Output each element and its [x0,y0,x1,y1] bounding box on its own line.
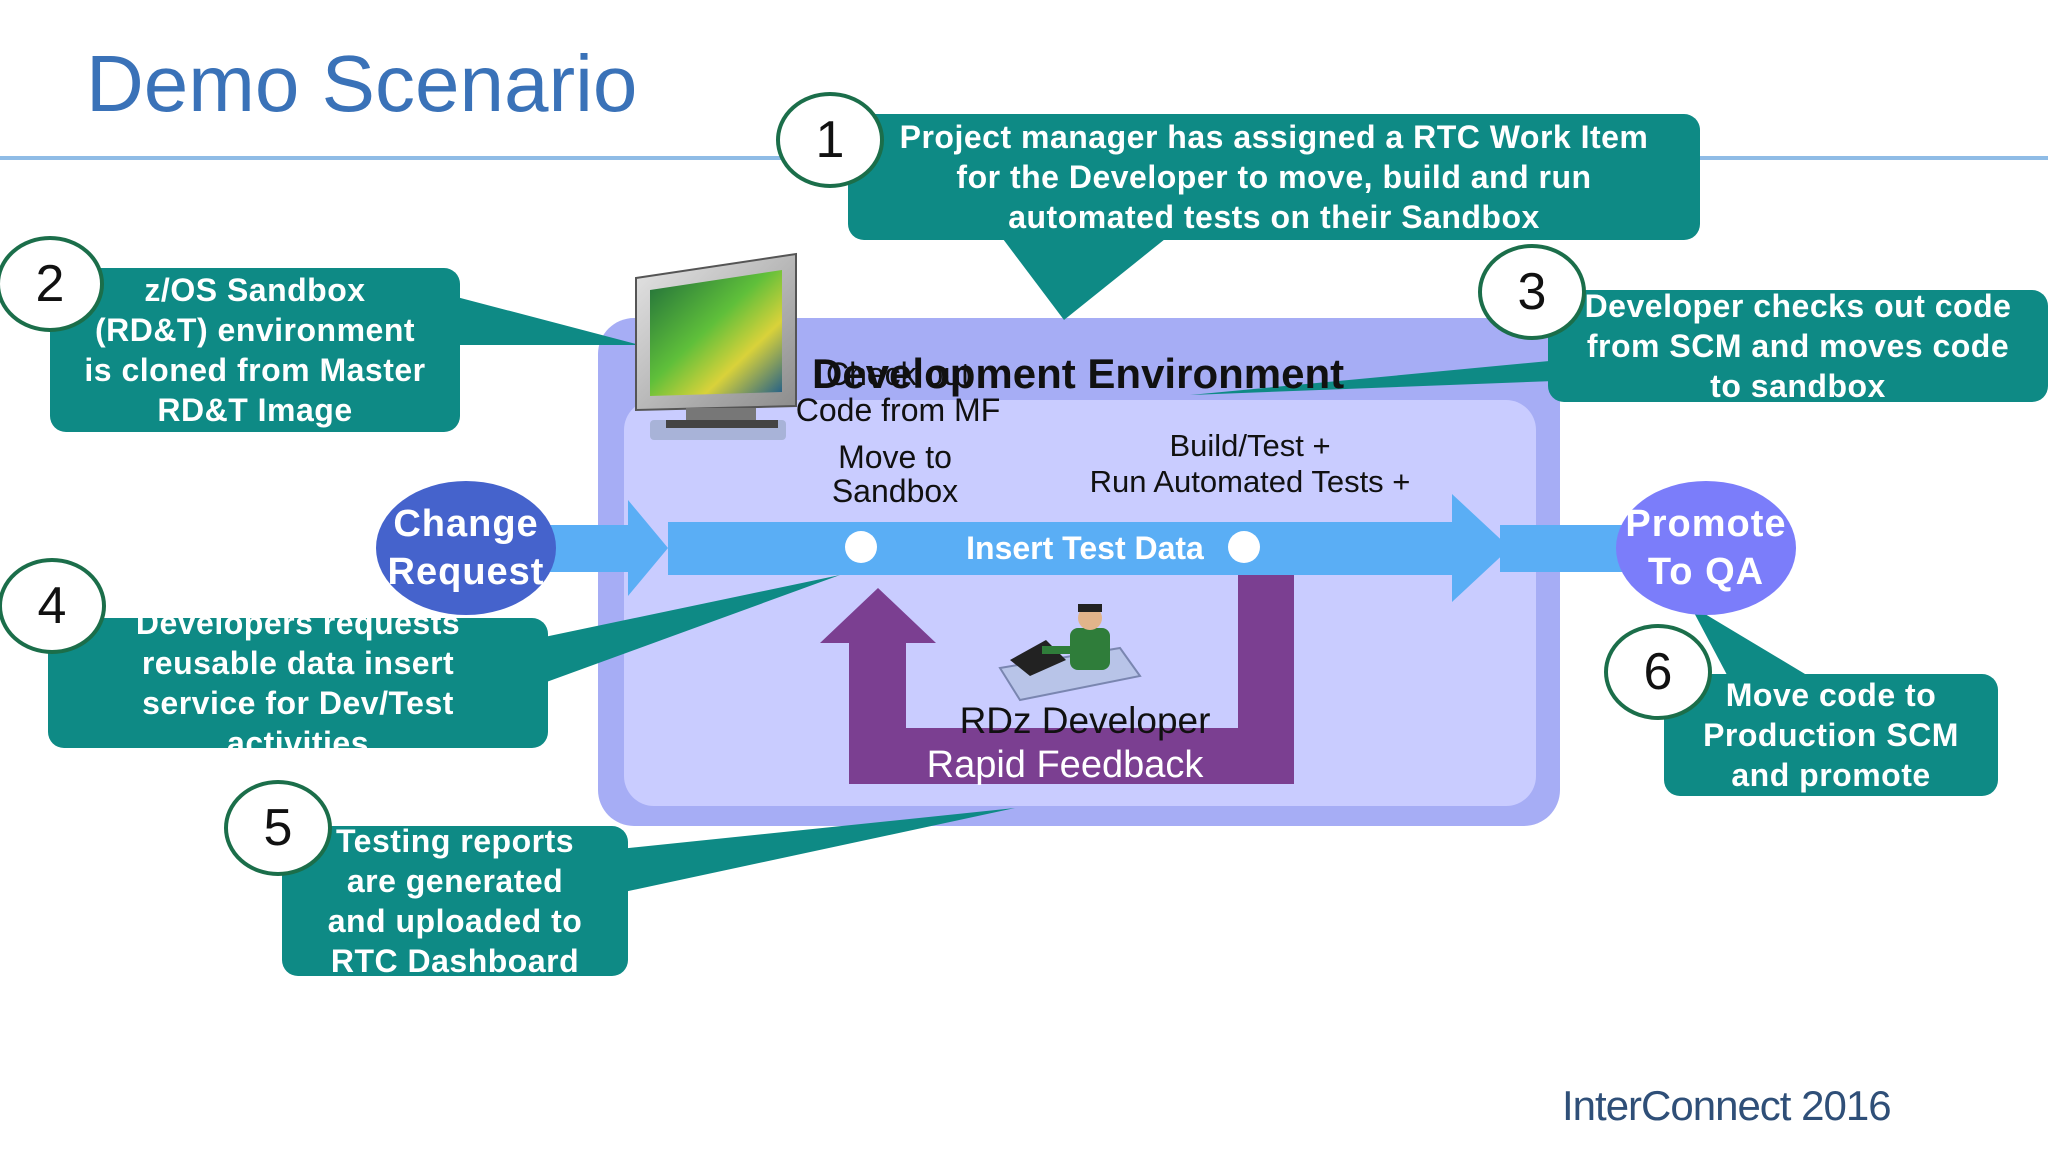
number-2: 2 [35,255,65,313]
flow-arrow-left [520,500,668,596]
callout-6-pointer [1690,605,1815,690]
rapid-feedback-label: Rapid Feedback [926,744,1204,786]
change-request-label: Change Request [387,503,545,593]
callout-5-pointer [610,808,1015,895]
callout-5-box: Testing reports are generated and upload… [282,826,628,976]
number-5: 5 [263,799,293,857]
flow-arrow-main [668,494,1510,602]
footer-label: InterConnect 2016 [1562,1082,1892,1129]
callout-6-box: Move code to Production SCM and promote [1664,674,1998,796]
number-4: 4 [37,577,67,635]
monitor-icon [635,252,797,440]
build-test-label: Build/Test + Run Automated Tests + [1089,428,1411,499]
rapid-feedback-loop [820,575,1294,784]
step-marker-build [1228,531,1260,563]
insert-test-data-label: Insert Test Data [966,530,1204,566]
promote-to-qa-label: Promote To QA [1625,503,1787,593]
callout-2-box: z/OS Sandbox (RD&T) environment is clone… [50,268,460,432]
rdz-developer-label: RDz Developer [959,700,1211,741]
number-1: 1 [815,111,845,169]
callout-1-pointer [1000,235,1170,320]
number-3: 3 [1517,263,1547,321]
move-to-sandbox-label: Move to Sandbox [831,439,959,509]
callout-3-pointer [1190,360,1580,395]
change-request-oval [376,481,556,615]
step-marker-move [845,531,877,563]
page-title: Demo Scenario [86,39,638,128]
callout-2-pointer [430,290,640,345]
check-out-label: Check out Code from MF [795,356,1001,428]
callout-4-box: Developers requests reusable data insert… [48,618,548,748]
flow-arrow-right [1500,525,1640,572]
env-title: Development Environment [812,350,1345,397]
developer-at-desk-icon [998,604,1142,702]
callout-3-box: Developer checks out code from SCM and m… [1548,290,2048,402]
promote-to-qa-oval [1616,481,1796,615]
callout-1-box: Project manager has assigned a RTC Work … [848,114,1700,240]
number-6: 6 [1643,643,1673,701]
callout-4-pointer [530,575,840,688]
